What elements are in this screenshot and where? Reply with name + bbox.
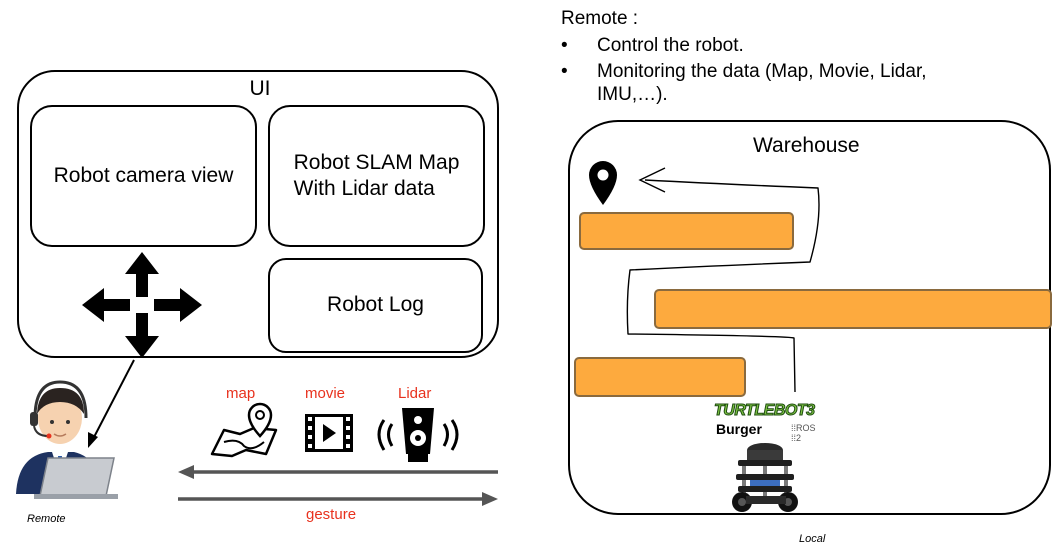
remote-caption: Remote <box>27 513 66 525</box>
local-caption: Local <box>799 533 826 545</box>
map-pin-icon <box>210 402 278 458</box>
warehouse-shelf <box>654 289 1052 329</box>
robot-camera-view-label: Robot camera view <box>53 163 234 187</box>
remote-notes-list: Control the robot. Monitoring the data (… <box>561 34 1041 106</box>
arrow-up <box>125 252 159 297</box>
ros-label: ROS <box>796 423 816 433</box>
gesture-label: gesture <box>306 506 357 523</box>
remote-note-item: Monitoring the data (Map, Movie, Lidar, … <box>561 60 997 106</box>
robot-log-label: Robot Log <box>327 293 424 317</box>
arrow-right <box>154 288 202 322</box>
remote-note-item: Control the robot. <box>561 34 1041 57</box>
robot-camera-view-box: Robot camera view <box>30 105 257 247</box>
slam-map-label-line2: With Lidar data <box>293 177 435 200</box>
turtlebot-robot-icon <box>732 443 798 512</box>
lidar-stream-label: Lidar <box>398 385 432 402</box>
ros2-badge: ⁞⁞ROS ⁞⁞2 <box>791 423 816 443</box>
direction-arrows-icon <box>82 252 202 358</box>
turtlebot-model-label: Burger <box>716 421 762 437</box>
location-pin-icon <box>589 161 617 205</box>
ui-title: UI <box>249 77 271 100</box>
ros-version: 2 <box>796 433 802 443</box>
warehouse-shelf <box>579 212 794 250</box>
film-play-icon <box>305 414 353 452</box>
remote-notes-heading: Remote : <box>561 8 639 29</box>
warehouse-title: Warehouse <box>753 134 860 157</box>
map-stream-label: map <box>226 385 256 402</box>
arrow-left <box>82 288 130 322</box>
robot-log-box: Robot Log <box>268 258 483 353</box>
arrow-down <box>125 313 159 358</box>
turtlebot-logo: TURTLEBOT3 <box>713 402 815 420</box>
robot-slam-map-box: Robot SLAM Map With Lidar data <box>268 105 485 247</box>
movie-stream-label: movie <box>305 385 346 402</box>
lidar-sensor-icon <box>377 408 459 462</box>
slam-map-label-line1: Robot SLAM Map <box>293 150 460 174</box>
warehouse-shelf <box>574 357 746 397</box>
remote-notes: Remote : Control the robot. Monitoring t… <box>561 7 1041 109</box>
remote-operator-icon <box>16 380 118 499</box>
